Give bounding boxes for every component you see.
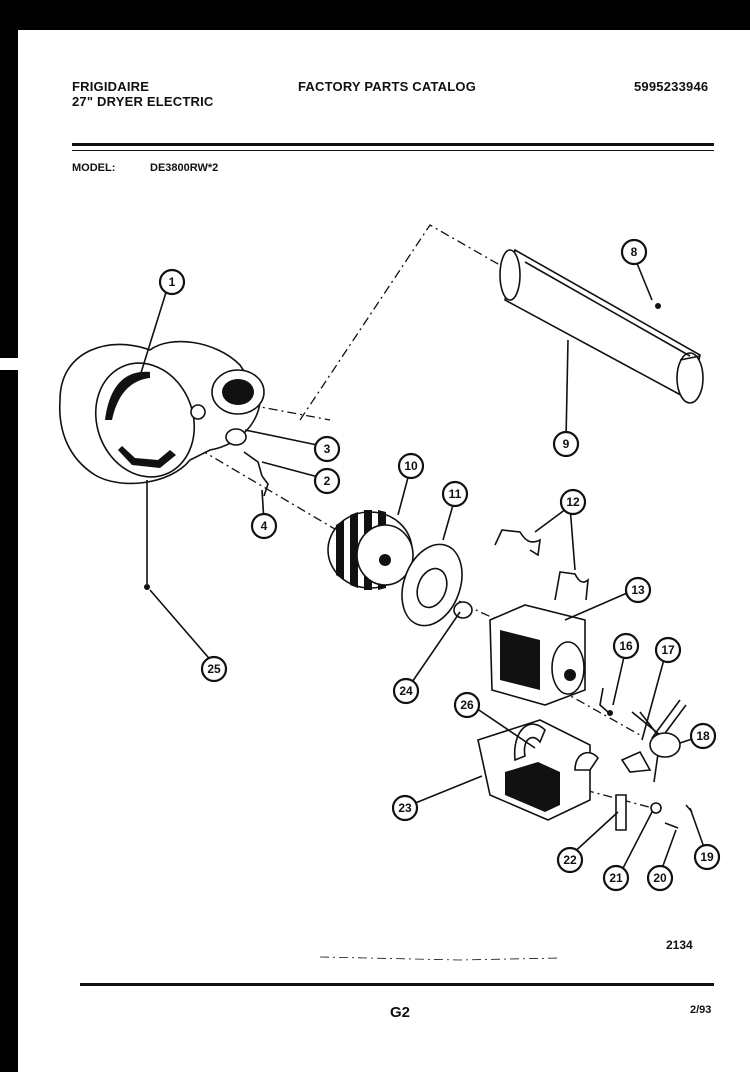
callout-18: 18 — [689, 722, 717, 750]
svg-text:21: 21 — [609, 871, 623, 885]
callout-26: 26 — [453, 691, 481, 719]
svg-text:4: 4 — [261, 519, 268, 533]
small-hardware-parts — [144, 303, 693, 831]
callout-2: 2 — [313, 467, 341, 495]
callout-9: 9 — [552, 430, 580, 458]
callout-12: 12 — [559, 488, 587, 516]
exhaust-duct-part — [499, 248, 704, 404]
pulley-disk-part — [401, 543, 463, 627]
revision-date: 2/93 — [690, 1004, 712, 1016]
drive-motor-part — [489, 604, 586, 706]
svg-text:16: 16 — [619, 639, 633, 653]
header-rule-bottom — [72, 150, 714, 151]
svg-text:3: 3 — [324, 442, 331, 456]
page-label: G2 — [390, 1004, 411, 1021]
callout-19: 19 — [693, 843, 721, 871]
svg-text:9: 9 — [563, 437, 570, 451]
svg-text:12: 12 — [566, 495, 580, 509]
catalog-number: 5995233946 — [634, 79, 709, 94]
motor-clip-parts — [494, 529, 589, 601]
motor-mount-part — [477, 719, 599, 821]
callout-20: 20 — [646, 864, 674, 892]
svg-text:1: 1 — [169, 275, 176, 289]
callout-1: 1 — [158, 268, 186, 296]
callout-8: 8 — [620, 238, 648, 266]
idler-arm-part — [620, 699, 687, 783]
callout-11: 11 — [441, 480, 469, 508]
catalog-title: FACTORY PARTS CATALOG — [298, 79, 477, 94]
svg-text:25: 25 — [207, 662, 221, 676]
callout-17: 17 — [654, 636, 682, 664]
callout-23: 23 — [391, 794, 419, 822]
callout-24: 24 — [392, 677, 420, 705]
blower-wheel-part — [327, 510, 414, 590]
page-edge-mark — [0, 358, 18, 370]
svg-text:24: 24 — [399, 684, 413, 698]
brand-name: FRIGIDAIRE — [72, 79, 150, 94]
svg-text:18: 18 — [696, 729, 710, 743]
model-number: DE3800RW*2 — [150, 162, 219, 174]
callout-set: 1 2 3 4 8 9 10 11 12 13 16 17 18 19 20 2… — [158, 238, 721, 892]
diagram-number: 2134 — [666, 938, 693, 952]
svg-text:13: 13 — [631, 583, 645, 597]
svg-text:11: 11 — [449, 487, 462, 501]
product-name: 27" DRYER ELECTRIC — [72, 94, 214, 109]
svg-text:8: 8 — [631, 245, 638, 259]
svg-text:26: 26 — [460, 698, 474, 712]
footer-rule — [80, 983, 714, 986]
svg-text:23: 23 — [398, 801, 412, 815]
svg-text:10: 10 — [404, 459, 418, 473]
callout-16: 16 — [612, 632, 640, 660]
svg-text:20: 20 — [653, 871, 667, 885]
svg-text:17: 17 — [661, 643, 675, 657]
callout-22: 22 — [556, 846, 584, 874]
callout-3: 3 — [313, 435, 341, 463]
callout-25: 25 — [200, 655, 228, 683]
svg-text:22: 22 — [563, 853, 577, 867]
header-rule-top — [72, 143, 714, 146]
blower-housing-part — [58, 340, 265, 485]
scan-noise-line — [319, 956, 561, 961]
svg-text:2: 2 — [324, 474, 331, 488]
callout-13: 13 — [624, 576, 652, 604]
callout-21: 21 — [602, 864, 630, 892]
svg-text:19: 19 — [700, 850, 714, 864]
callout-4: 4 — [250, 512, 278, 540]
callout-10: 10 — [397, 452, 425, 480]
model-label: MODEL: — [72, 162, 116, 174]
